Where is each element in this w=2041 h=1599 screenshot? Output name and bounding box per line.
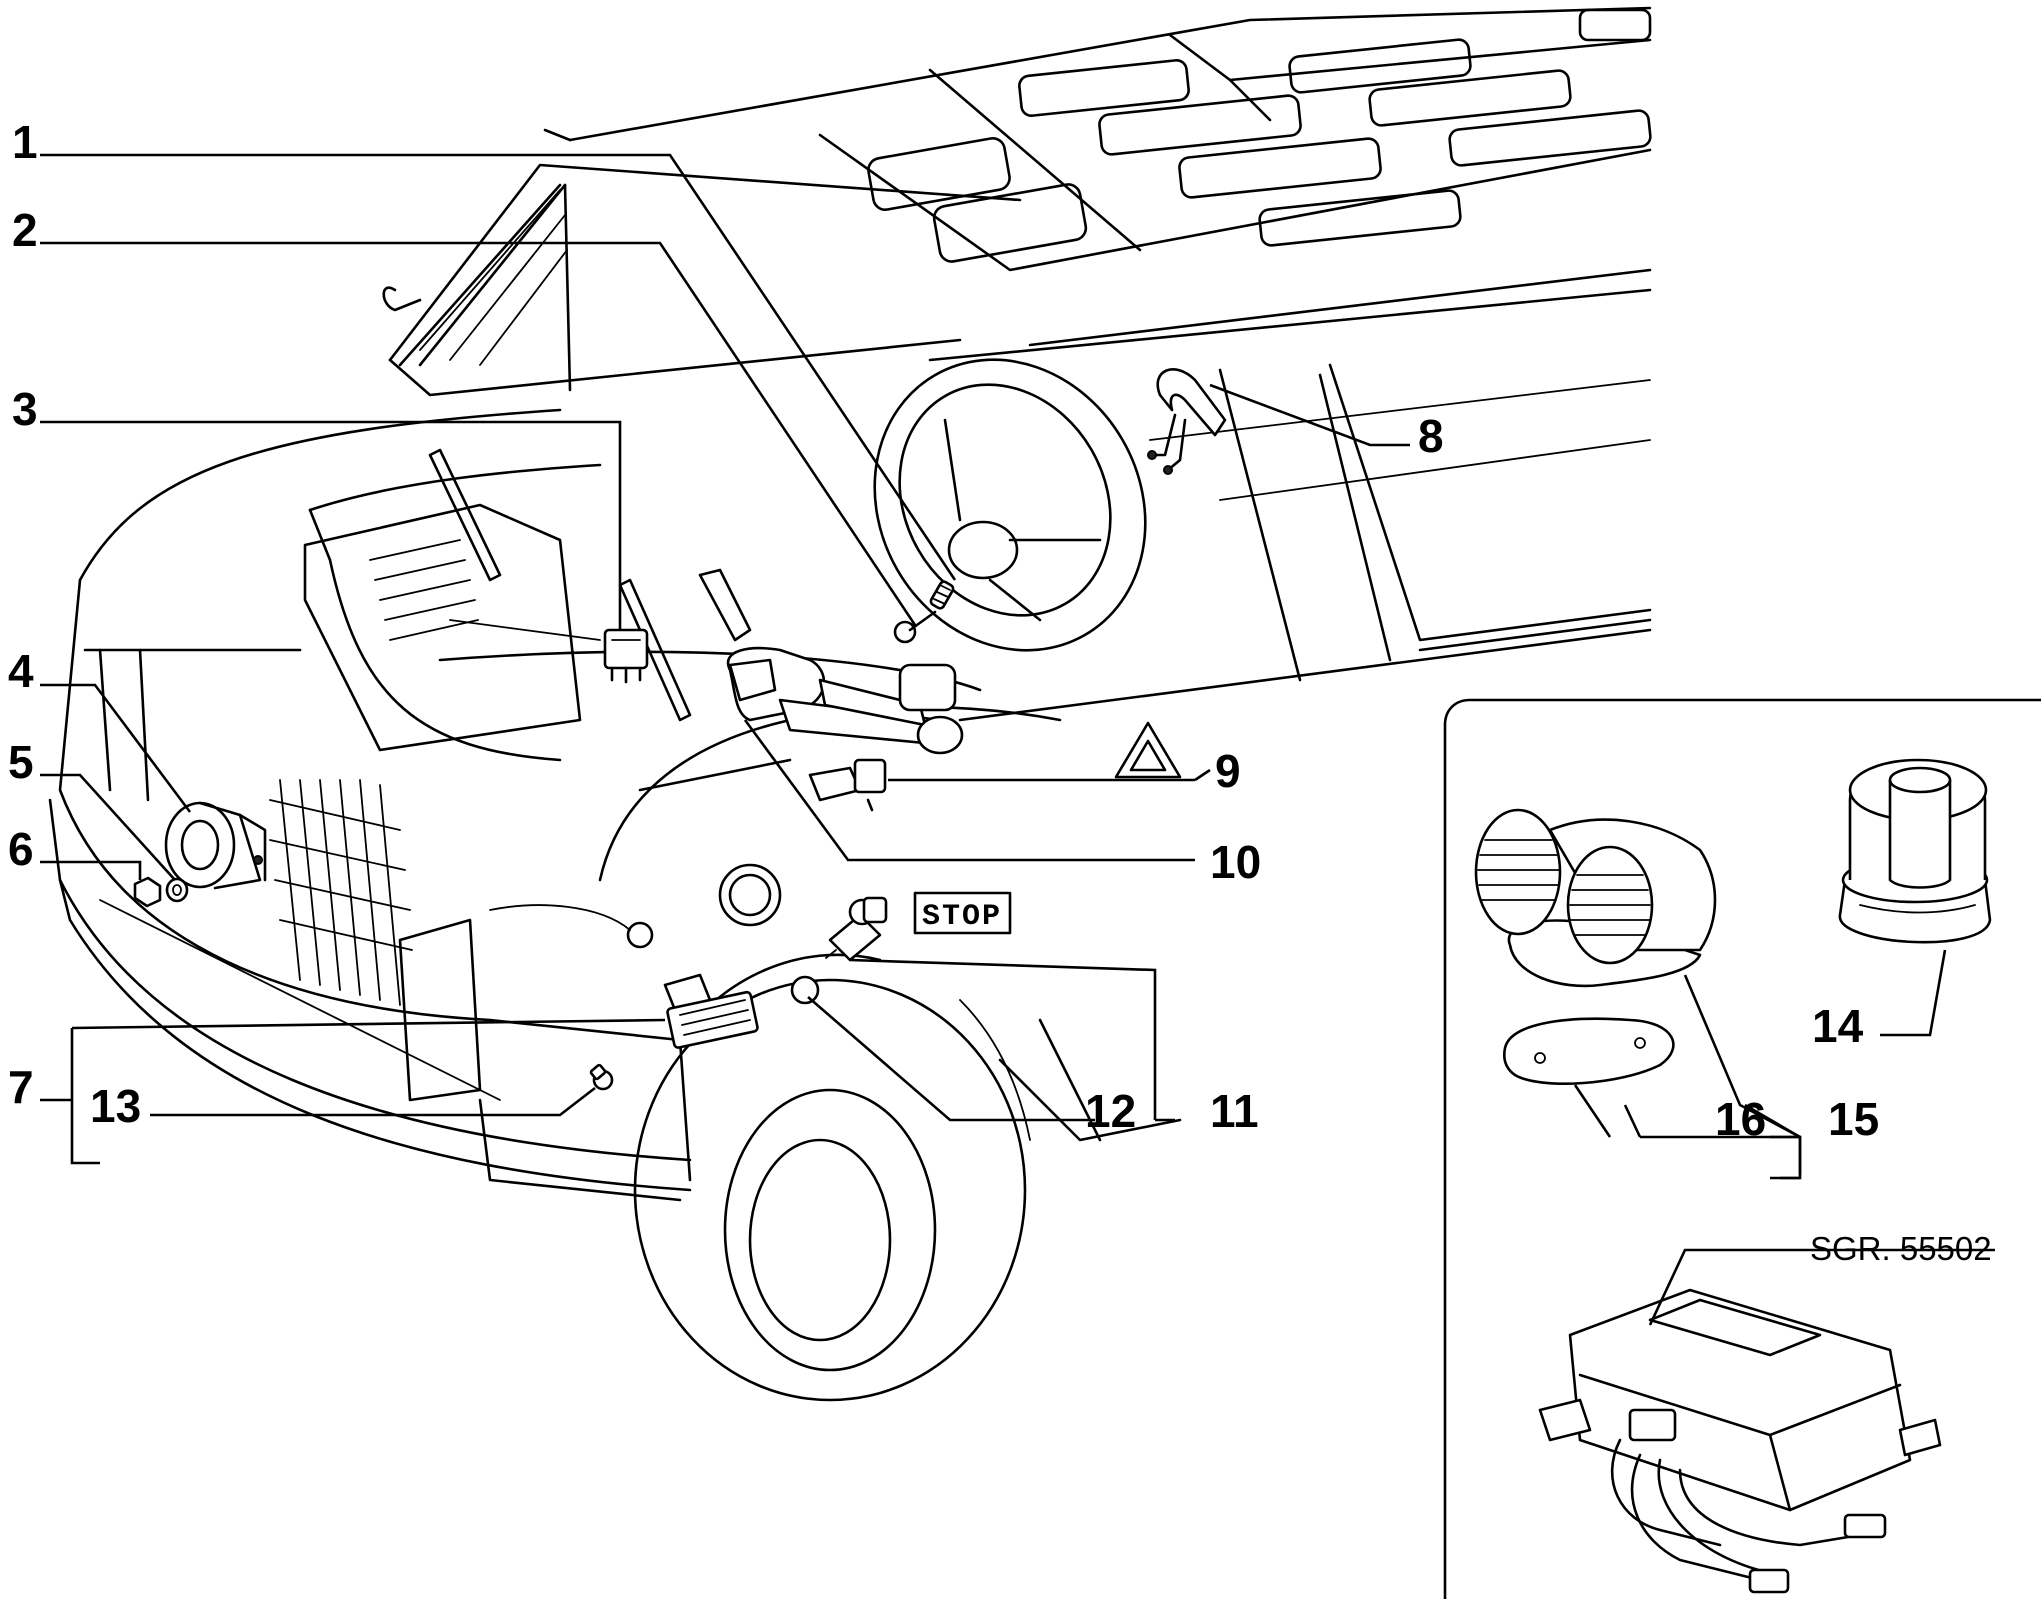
stop-label-text: STOP <box>922 900 1002 934</box>
relay-part <box>603 628 649 684</box>
callout-8: 8 <box>1418 410 1444 462</box>
cap-part <box>790 975 820 1005</box>
callout-14: 14 <box>1812 1000 1864 1052</box>
side-reflector-part <box>663 973 759 1049</box>
beacon-part <box>1838 758 1992 944</box>
bulb-part <box>589 1063 614 1091</box>
callout-5: 5 <box>8 736 34 788</box>
callout-16: 16 <box>1715 1093 1766 1145</box>
callout-4: 4 <box>8 645 34 697</box>
steering-screw-part <box>893 580 955 644</box>
callout-numbers: 1 2 3 4 5 6 7 8 9 10 11 12 13 14 15 16 S… <box>8 116 1992 1267</box>
nut-part <box>133 876 162 908</box>
parts: STOP <box>133 368 1227 1091</box>
van-illustration <box>48 6 1652 1402</box>
horn-grille-left <box>1477 839 1560 901</box>
callout-9: 9 <box>1215 745 1241 797</box>
callout-15: 15 <box>1828 1093 1879 1145</box>
horn-grille-right <box>1569 874 1651 936</box>
leader-lines <box>40 153 1995 1326</box>
twin-horn-part <box>1474 808 1717 988</box>
control-unit-part <box>1538 1288 1942 1594</box>
callout-6: 6 <box>8 823 34 875</box>
callout-2: 2 <box>12 204 38 256</box>
combination-switch-part <box>698 568 964 755</box>
small-switch-part <box>808 758 887 812</box>
inset-panel <box>1443 698 2041 1599</box>
stop-label: STOP <box>913 891 1012 935</box>
switch-connector-part <box>1147 368 1227 475</box>
callout-3: 3 <box>12 383 38 435</box>
horn-part <box>164 801 267 890</box>
hazard-triangle-icon <box>1114 721 1182 779</box>
callout-1: 1 <box>12 116 38 168</box>
washer-part <box>165 877 189 903</box>
callout-12: 12 <box>1085 1085 1136 1137</box>
reference-code: SGR. 55502 <box>1810 1230 1992 1267</box>
callout-7: 7 <box>8 1061 34 1113</box>
gasket-part <box>1503 1017 1675 1086</box>
callout-13: 13 <box>90 1080 141 1132</box>
stop-switch-part <box>825 896 888 962</box>
callout-10: 10 <box>1210 836 1261 888</box>
callout-11: 11 <box>1210 1085 1259 1137</box>
